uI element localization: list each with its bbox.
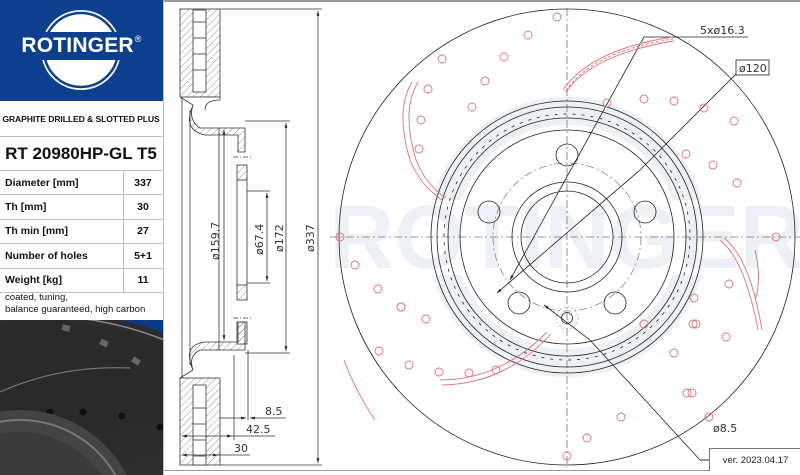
dim-30: 30 xyxy=(234,442,248,455)
spec-table: Diameter [mm]337 Th [mm]30 Th min [mm]27… xyxy=(0,171,162,293)
dim-8-5: 8.5 xyxy=(265,405,283,418)
section-dimension-labels: ø159.7 ø67.4 ø172 ø337 8.5 42.5 30 xyxy=(209,222,317,455)
version-label: ver. 2023.04.17 xyxy=(709,448,800,471)
part-number: RT 20980HP-GL T5 xyxy=(0,137,162,171)
brand-logo: ROTINGER® xyxy=(0,0,163,101)
dim-172: ø172 xyxy=(273,224,286,252)
callout-bolt-holes: 5xø16.3 xyxy=(700,24,745,37)
brand-name: ROTINGER® xyxy=(21,34,142,57)
dim-42-5: 42.5 xyxy=(246,423,271,436)
spec-row-thickness: Th [mm]30 xyxy=(0,194,162,220)
slots xyxy=(343,36,763,421)
dim-337: ø337 xyxy=(304,224,317,252)
section-view xyxy=(179,8,322,466)
callout-pcd: ø120 xyxy=(739,62,767,75)
callout-aux-hole: ø8.5 xyxy=(713,422,737,435)
product-line: GRAPHITE DRILLED & SLOTTED PLUS xyxy=(0,101,162,137)
spec-row-min-thickness: Th min [mm]27 xyxy=(0,219,162,245)
front-view-callouts: 5xø16.3 ø120 ø8.5 xyxy=(700,24,767,435)
brake-disc-photo xyxy=(0,320,163,475)
drawing-frame-bottom xyxy=(164,470,800,471)
svg-text:ROTINGER: ROTINGER xyxy=(329,188,800,288)
dim-67-4: ø67.4 xyxy=(253,224,266,255)
logo-disc-icon xyxy=(18,10,146,90)
drawing-frame-top xyxy=(164,0,800,2)
dim-159-7: ø159.7 xyxy=(209,222,222,260)
spec-row-weight: Weight [kg]11 xyxy=(0,268,162,293)
spec-sidebar: ROTINGER® GRAPHITE DRILLED & SLOTTED PLU… xyxy=(0,0,164,475)
drill-holes xyxy=(335,12,781,461)
product-notes: coated, tuning, balance guaranteed, high… xyxy=(5,292,146,315)
spec-row-diameter: Diameter [mm]337 xyxy=(0,171,162,196)
technical-drawing: ROTINGER xyxy=(179,8,800,468)
